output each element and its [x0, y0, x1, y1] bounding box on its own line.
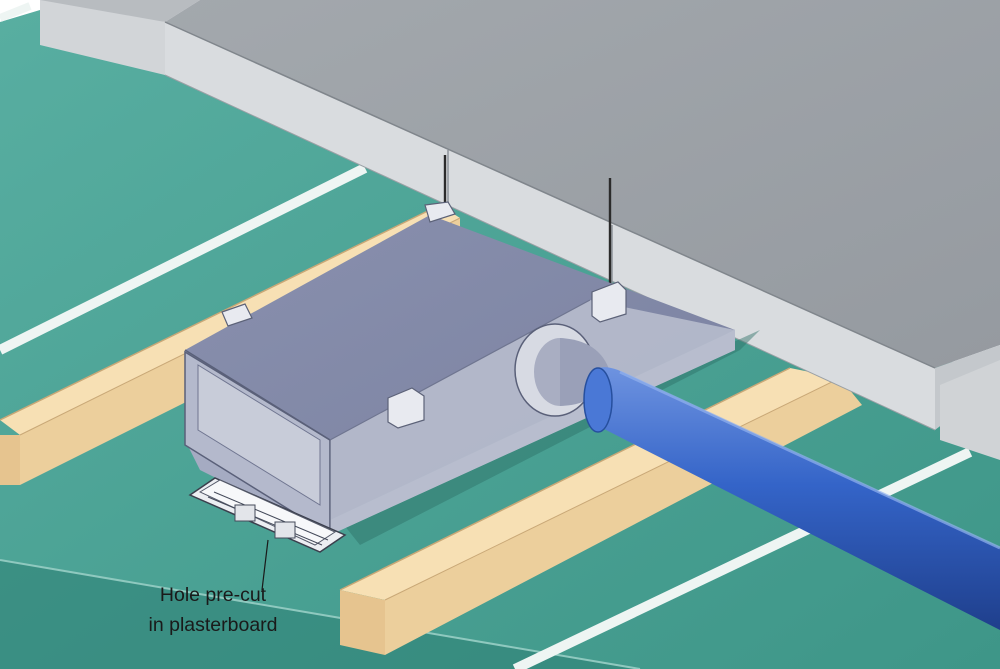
- hole-precut-callout: Hole pre-cut in plasterboard: [118, 580, 308, 640]
- flexible-duct: [583, 367, 1000, 630]
- mounting-brackets: [221, 201, 627, 429]
- callout-line-1: Hole pre-cut: [159, 584, 267, 606]
- concrete-slab: [40, 0, 1000, 460]
- ceiling-grille: [188, 477, 347, 553]
- callout-leader-line: [261, 539, 269, 591]
- callout-line-2: in plasterboard: [148, 614, 278, 636]
